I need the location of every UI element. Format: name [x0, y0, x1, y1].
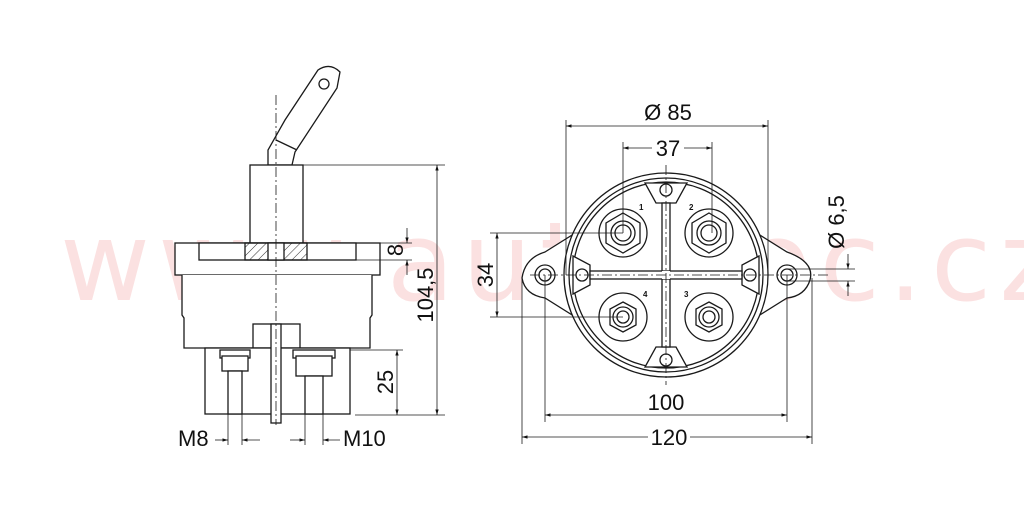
- dim-terminal-spacing-v: 34: [473, 263, 498, 287]
- m10-nut: [295, 355, 333, 377]
- terminal-label-2: 2: [689, 203, 694, 212]
- dim-terminal-spacing-h: 37: [656, 136, 680, 161]
- dim-terminal-height: 25: [373, 370, 398, 394]
- dim-hole-diameter: Ø 6,5: [824, 195, 849, 249]
- dim-thread-m8: M8: [178, 426, 209, 451]
- shaft-housing: [249, 164, 304, 245]
- toggle-lever: [267, 65, 341, 166]
- dim-body-diameter: Ø 85: [644, 100, 692, 125]
- dim-overall-width: 120: [651, 425, 688, 450]
- m8-nut: [221, 355, 249, 372]
- terminal-2: [684, 208, 734, 258]
- dim-hole-spacing: 100: [648, 390, 685, 415]
- dim-thread-m10: M10: [343, 426, 386, 451]
- terminal-label-1: 1: [639, 203, 644, 212]
- front-view: [490, 120, 855, 444]
- dim-overall-height: 104,5: [413, 267, 438, 322]
- dim-flange-thickness: 8: [383, 244, 408, 256]
- terminal-3: [684, 292, 734, 342]
- side-view: [174, 65, 445, 445]
- terminal-label-3: 3: [684, 290, 689, 299]
- terminal-label-4: 4: [643, 290, 648, 299]
